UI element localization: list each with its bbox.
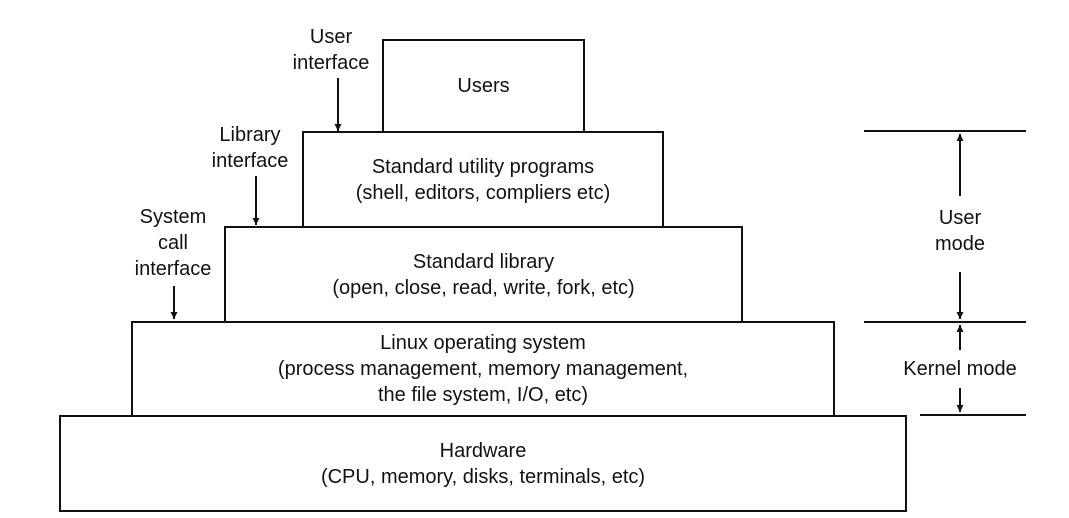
library-interface-label-line-1: Library: [219, 124, 281, 146]
user-mode-label-line-1: User: [938, 207, 982, 229]
hardware-layer-detail: (CPU, memory, disks, terminals, etc): [320, 465, 646, 488]
library-interface-label-line-2: interface: [211, 150, 289, 172]
library-layer: Standard library (open, close, read, wri…: [224, 226, 743, 323]
os-layer-detail-2: the file system, I/O, etc): [377, 384, 589, 406]
hardware-layer: Hardware (CPU, memory, disks, terminals,…: [59, 415, 907, 512]
system-call-interface-label: System call interface: [113, 204, 233, 282]
system-call-interface-label-line-3: interface: [134, 258, 212, 280]
kernel-mode-label-line-1: Kernel mode: [903, 358, 1017, 380]
user-interface-label-line-1: User: [309, 26, 353, 48]
hardware-layer-title: Hardware: [439, 439, 527, 462]
library-interface-label: Library interface: [190, 122, 310, 174]
os-layer-title: Linux operating system: [380, 332, 586, 354]
system-call-interface-label-line-2: call: [157, 232, 188, 254]
user-interface-label: User interface: [271, 24, 391, 76]
users-layer-line-1: Users: [457, 75, 510, 97]
os-layer-detail-1: (process management, memory management,: [277, 358, 689, 380]
utilities-layer: Standard utility programs (shell, editor…: [302, 131, 664, 228]
utilities-layer-detail: (shell, editors, compliers etc): [355, 181, 611, 204]
kernel-mode-label: Kernel mode: [890, 356, 1030, 382]
system-call-interface-label-line-1: System: [139, 206, 207, 228]
os-layer: Linux operating system (process manageme…: [131, 321, 835, 417]
users-layer: Users: [382, 39, 585, 133]
library-layer-detail: (open, close, read, write, fork, etc): [332, 276, 635, 299]
user-mode-label: User mode: [910, 205, 1010, 257]
user-mode-label-line-2: mode: [934, 233, 986, 255]
library-layer-title: Standard library: [412, 250, 555, 273]
utilities-layer-title: Standard utility programs: [371, 155, 595, 178]
user-interface-label-line-2: interface: [292, 52, 370, 74]
